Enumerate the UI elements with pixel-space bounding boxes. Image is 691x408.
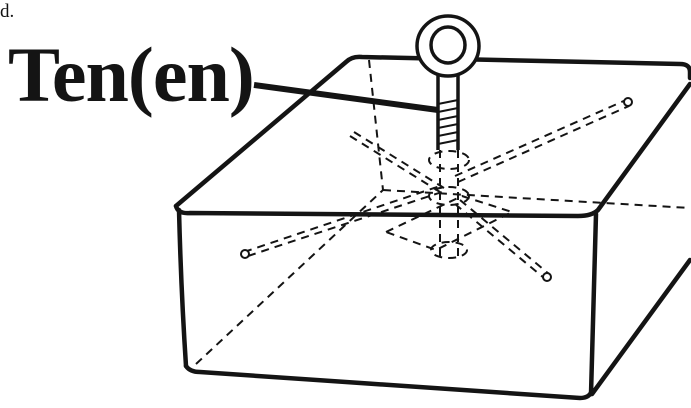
- front-bottom-edge: [183, 363, 595, 401]
- bottom-nut: [430, 241, 468, 259]
- eye-bolt-threads: [437, 99, 459, 145]
- rod-cap-right-upper: [623, 97, 633, 107]
- embedded-anchor: [243, 99, 630, 279]
- callout-label: Ten(en): [8, 31, 255, 118]
- rod-left: [243, 185, 443, 257]
- rod-right-upper: [454, 99, 630, 183]
- hidden-edges: [195, 59, 691, 365]
- block-outline: [173, 54, 691, 401]
- hidden-bottom-right-edge: [382, 189, 691, 209]
- hidden-back-vertical-edge: [368, 59, 384, 191]
- hidden-bottom-left-edge: [195, 189, 384, 365]
- top-face-edge: [173, 54, 691, 209]
- base-plate: [383, 194, 515, 252]
- rod-end-caps: [240, 97, 633, 282]
- eye-bolt-ring-inner: [429, 25, 467, 65]
- front-right-edge: [588, 211, 599, 397]
- front-left-edge: [176, 207, 189, 369]
- corner-text: d.: [0, 1, 15, 22]
- callout-leader-line: [253, 82, 439, 113]
- rod-cap-left: [240, 249, 250, 259]
- eye-bolt-icon: [415, 14, 481, 150]
- upper-washer: [428, 150, 470, 170]
- rod-cap-right-lower: [542, 272, 552, 282]
- middle-washer: [428, 186, 470, 206]
- rod-back-left: [349, 131, 445, 193]
- rod-right-lower: [454, 199, 550, 279]
- right-bottom-edge: [589, 257, 691, 397]
